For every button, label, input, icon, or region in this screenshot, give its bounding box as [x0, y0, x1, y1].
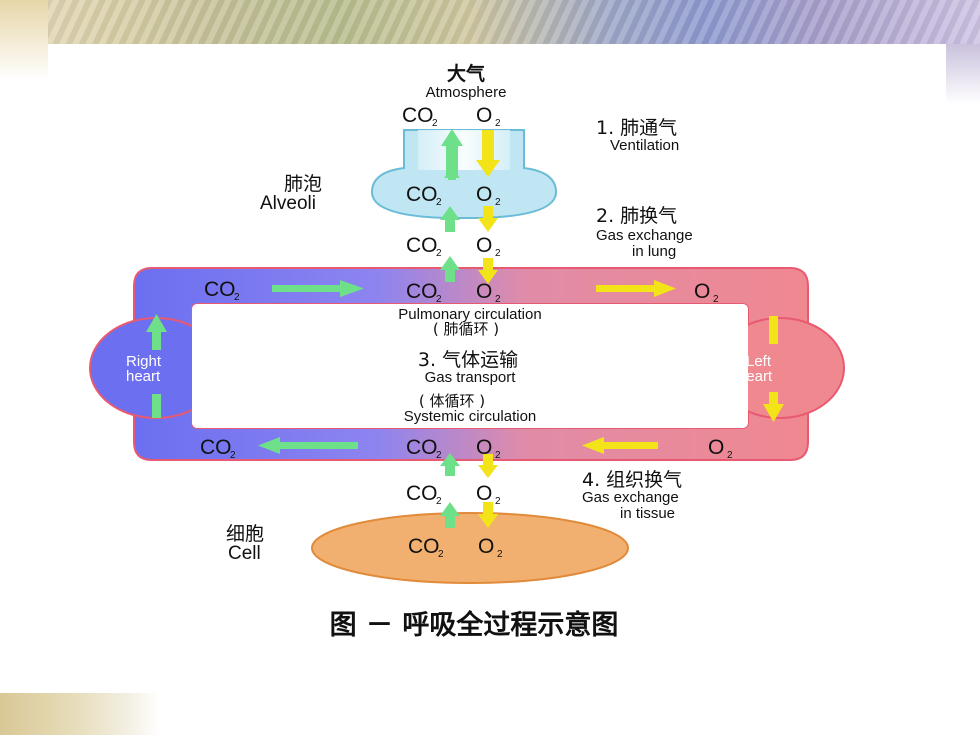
svg-text:O: O [708, 436, 724, 459]
step2-cn-label: 2. 肺换气 [596, 205, 677, 227]
svg-text:O: O [476, 104, 492, 127]
svg-text:2: 2 [436, 294, 442, 305]
left-arrow-icon [582, 437, 658, 454]
systemic-en-label: Systemic circulation [404, 408, 537, 425]
up-arrow-icon [440, 206, 460, 232]
right-arrow-icon [272, 280, 364, 297]
svg-text:O: O [478, 535, 494, 558]
svg-text:2: 2 [713, 294, 719, 305]
svg-text:2: 2 [230, 450, 236, 461]
step3-en-label: Gas transport [425, 369, 517, 386]
o2-label-pulmonary-right: O 2 [694, 280, 719, 305]
svg-text:2: 2 [495, 118, 501, 129]
svg-text:CO: CO [406, 436, 438, 459]
right-heart-label-1: Right [126, 353, 162, 370]
co2-label-atmosphere: CO 2 O 2 [402, 104, 501, 129]
step1-cn-label: 1. 肺通气 [596, 117, 677, 139]
co2-label-alveoli: CO 2 O 2 [406, 183, 501, 208]
svg-text:2: 2 [727, 450, 733, 461]
step4-en-label-2: in tissue [620, 505, 675, 522]
cell-cn-label: 细胞 [226, 523, 264, 545]
pulmonary-en-label: Pulmonary circulation [398, 306, 541, 323]
down-arrow-icon [478, 258, 498, 284]
down-arrow-icon [769, 316, 778, 344]
left-heart-label-2: heart [738, 368, 773, 385]
svg-text:2: 2 [495, 248, 501, 259]
pulmonary-cn-label: ( 肺循环 ) [433, 320, 499, 338]
figure-caption: 图 － 呼吸全过程示意图 [330, 609, 619, 641]
co2-label-capillary: CO 2 O 2 [406, 234, 501, 259]
down-arrow-icon [763, 392, 784, 422]
step3-cn-label: 3. 气体运输 [418, 349, 518, 371]
svg-text:O: O [476, 234, 492, 257]
svg-text:2: 2 [436, 450, 442, 461]
up-arrow-icon [152, 394, 161, 418]
svg-text:2: 2 [436, 197, 442, 208]
up-arrow-icon [440, 502, 460, 528]
alveoli-sac [370, 129, 558, 219]
decorative-edge [946, 44, 980, 104]
co2-label-pulmonary-center: CO 2 O 2 [406, 280, 501, 305]
left-arrow-icon [258, 437, 358, 454]
up-arrow-icon [440, 256, 460, 282]
svg-text:O: O [694, 280, 710, 303]
up-arrow-icon [146, 314, 167, 350]
svg-text:2: 2 [436, 248, 442, 259]
co2-label-systemic-left: CO 2 [200, 436, 236, 461]
svg-text:2: 2 [436, 496, 442, 507]
svg-text:CO: CO [406, 482, 438, 505]
svg-text:2: 2 [495, 496, 501, 507]
svg-text:CO: CO [200, 436, 232, 459]
cell-body [311, 512, 629, 584]
step1-en-label: Ventilation [610, 137, 679, 154]
loop-interior [192, 304, 748, 428]
decorative-corner [0, 0, 48, 80]
cell-en-label: Cell [228, 543, 261, 564]
down-arrow-icon [478, 206, 498, 232]
step4-en-label-1: Gas exchange [582, 489, 679, 506]
svg-text:O: O [476, 183, 492, 206]
svg-text:2: 2 [432, 118, 438, 129]
up-arrow-icon [440, 453, 460, 476]
svg-text:2: 2 [234, 292, 240, 303]
svg-text:2: 2 [438, 549, 444, 560]
step2-en-label-1: Gas exchange [596, 227, 693, 244]
co2-label-systemic-center: CO 2 O 2 [406, 436, 501, 461]
alveoli-cn-label: 肺泡 [284, 173, 322, 195]
co2-label-tissue: CO 2 O 2 [406, 482, 501, 507]
systemic-cn-label: ( 体循环 ) [419, 392, 485, 410]
step2-en-label-2: in lung [632, 243, 676, 260]
svg-text:2: 2 [495, 294, 501, 305]
atmosphere-cn-label: 大气 [447, 62, 485, 85]
down-arrow-icon [478, 454, 498, 478]
svg-text:2: 2 [495, 450, 501, 461]
co2-label-cell: CO 2 O 2 [408, 535, 503, 560]
down-arrow-icon [476, 130, 500, 177]
co2-label-pulmonary-left: CO 2 [204, 278, 240, 303]
svg-text:2: 2 [495, 197, 501, 208]
left-heart-label-1: Left [746, 353, 772, 370]
svg-text:CO: CO [408, 535, 440, 558]
svg-text:O: O [476, 280, 492, 303]
svg-text:CO: CO [406, 183, 438, 206]
svg-text:CO: CO [204, 278, 236, 301]
up-arrow-icon [441, 129, 463, 180]
decorative-footer-strip [0, 693, 160, 735]
o2-label-systemic-right: O 2 [708, 436, 733, 461]
down-arrow-icon [478, 502, 498, 528]
atmosphere-en-label: Atmosphere [426, 84, 507, 101]
svg-text:O: O [476, 436, 492, 459]
svg-text:2: 2 [497, 549, 503, 560]
step4-cn-label: 4. 组织换气 [582, 469, 682, 491]
svg-text:CO: CO [406, 234, 438, 257]
svg-text:CO: CO [406, 280, 438, 303]
svg-text:O: O [476, 482, 492, 505]
decorative-header-strip [0, 0, 980, 44]
right-arrow-icon [596, 280, 676, 297]
alveoli-en-label: Alveoli [260, 193, 316, 214]
right-heart-label-2: heart [126, 368, 161, 385]
svg-text:CO: CO [402, 104, 434, 127]
